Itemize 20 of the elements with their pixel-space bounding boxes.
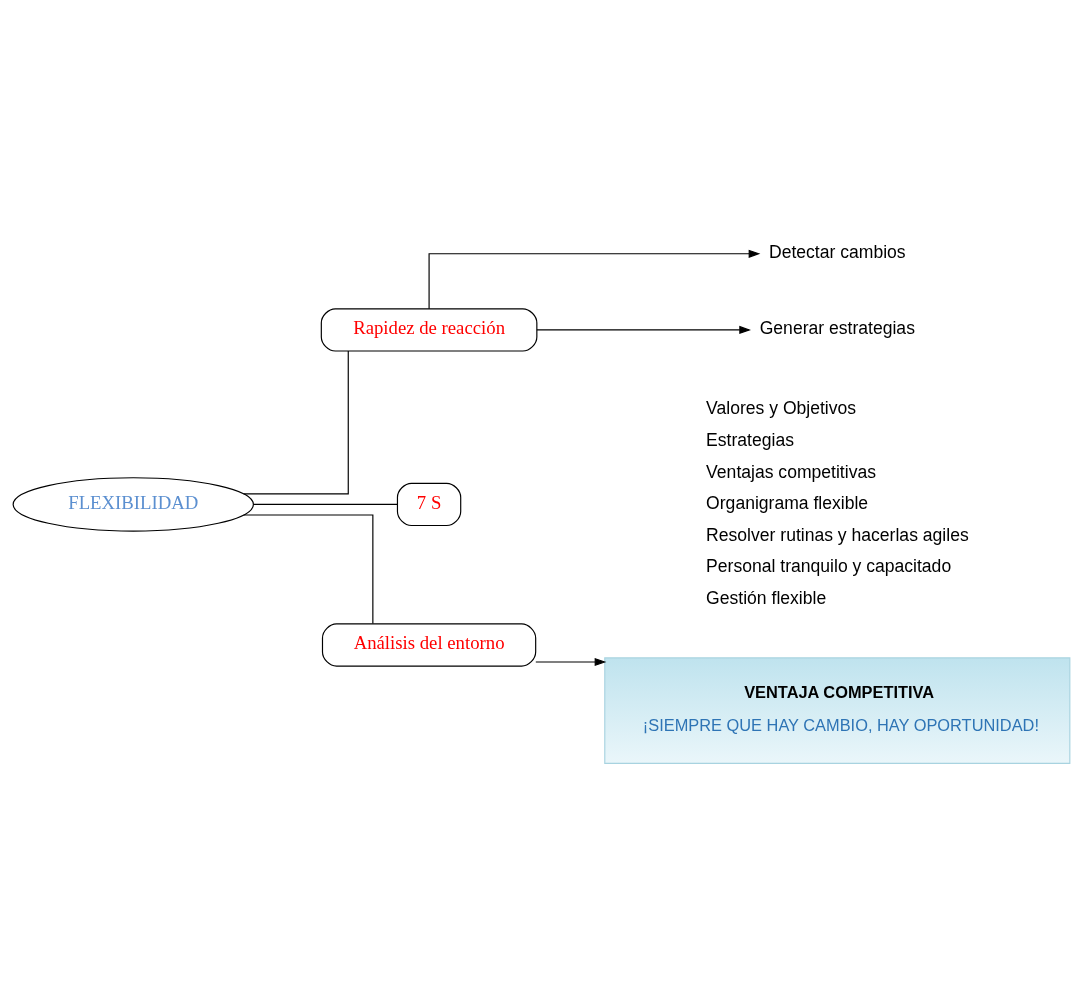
label: Organigrama flexible bbox=[706, 493, 869, 514]
label: Gestión flexible bbox=[706, 588, 827, 609]
label: Valores y Objetivos bbox=[706, 398, 857, 419]
node-box: Rapidez de reacción bbox=[320, 308, 538, 352]
arrow bbox=[428, 249, 761, 310]
node-box: VENTAJA COMPETITIVA ¡SIEMPRE QUE HAY CAMBIO, HAY OPORTUNIDAD! bbox=[604, 657, 1071, 764]
arrow bbox=[535, 657, 607, 667]
label: Personal tranquilo y capacitado bbox=[706, 556, 952, 577]
node-text: Generar estrategias bbox=[759, 318, 915, 339]
node-box: 7 S bbox=[396, 482, 462, 527]
node-text: Detectar cambios bbox=[768, 241, 906, 262]
connector bbox=[253, 503, 398, 506]
connector bbox=[243, 514, 374, 625]
arrow bbox=[536, 325, 751, 334]
node-ellipse: FLEXIBILIDAD bbox=[12, 477, 254, 532]
label: Ventajas competitivas bbox=[706, 461, 876, 482]
node-box: Análisis del entorno bbox=[321, 623, 537, 667]
connector bbox=[243, 350, 349, 495]
label: Estrategias bbox=[706, 429, 794, 450]
label: Resolver rutinas y hacerlas agiles bbox=[706, 524, 969, 545]
